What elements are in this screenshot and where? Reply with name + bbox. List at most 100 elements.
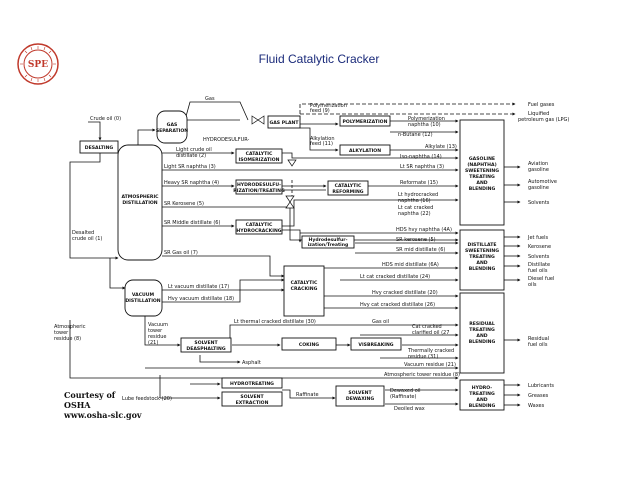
stream-lt-hydrocracked-2: naphtha (16) xyxy=(398,198,431,204)
stream-polymerization-naphtha-1: Polymerization xyxy=(408,116,445,122)
stream-dewaxed-oil-1: Dewaxed oil xyxy=(390,388,421,394)
solvent-dewaxing-box xyxy=(335,385,385,407)
stream-lt-cat-cracked-2: naphtha (22) xyxy=(398,211,431,217)
stream-sr-gas-oil: SR Gas oil (7) xyxy=(164,250,198,256)
stream-sr-kerosene: SR Kerosene (5) xyxy=(164,201,204,207)
product-residual-fuel-1: Residual xyxy=(528,336,549,342)
product-greases: Greases xyxy=(528,393,549,399)
cat-isomerization-label-1: CATALYTIC xyxy=(246,151,273,157)
product-aviation-1: Aviation xyxy=(528,161,548,167)
stream-heavy-sr: Heavy SR naphtha (4) xyxy=(164,180,219,186)
stream-atm-residue-3: residue (8) xyxy=(54,336,81,342)
solvent-extraction-label-2: EXTRACTION xyxy=(236,400,269,406)
product-aviation-2: gasoline xyxy=(528,167,549,173)
stream-vacuum-residue-4: (21) xyxy=(148,340,158,346)
gas-separation-column xyxy=(156,110,188,144)
hydrodesulf-label-1: HYDRODESULFU- xyxy=(237,182,281,188)
distillate-blending-label-1: DISTILLATE xyxy=(468,242,497,248)
stream-alkylation-feed-2: feed (11) xyxy=(310,141,333,147)
solvent-extraction-box xyxy=(221,391,283,407)
stream-vacuum-residue-3: residue xyxy=(148,334,166,340)
courtesy-line-1: Courtesy of xyxy=(64,390,116,400)
residual-blending-label-1: RESIDUAL xyxy=(469,321,495,327)
stream-light-crude-1: Light crude oil xyxy=(176,147,212,153)
residual-blending-box xyxy=(459,292,505,374)
polymerization-box xyxy=(339,115,391,127)
stream-crude-oil: Crude oil (0) xyxy=(90,116,121,122)
solvent-dewaxing-label-1: SOLVENT xyxy=(348,390,372,396)
stream-light-crude-2: distillate (2) xyxy=(176,153,206,159)
stream-hds-hvy-naphtha: HDS hvy naphtha (4A) xyxy=(396,227,452,233)
cat-isomerization-box xyxy=(235,148,283,164)
flow-lines xyxy=(69,101,521,407)
stream-lt-cat-cracked-distillate: Lt cat cracked distillate (24) xyxy=(360,274,430,280)
stream-lt-sr-naphtha: Lt SR naphtha (3) xyxy=(400,164,444,170)
gas-sep-label-1: GAS xyxy=(167,122,178,128)
stream-vacuum-residue-2: tower xyxy=(148,328,163,334)
product-distillate-fuel-1: Distillate xyxy=(528,262,550,268)
gasoline-blending-label-2: (NAPHTHA) xyxy=(467,162,496,168)
coking-box xyxy=(281,337,337,351)
lube-blending-label-2: TREATING xyxy=(469,391,495,397)
vacuum-label-2: DISTILLATION xyxy=(125,298,160,304)
stream-atm-tower-residue: Atmospheric tower residue (8) xyxy=(384,372,460,378)
gasoline-blending-label-6: BLENDING xyxy=(469,186,496,192)
desalting-label: DESALTING xyxy=(85,145,114,151)
alkylation-box xyxy=(339,144,391,156)
atmospheric-label-1: ATMOSPHERIC xyxy=(121,194,159,200)
product-automotive-1: Automotive xyxy=(528,179,557,185)
desalting-box xyxy=(79,140,119,154)
solvent-deasphalting-label-1: SOLVENT xyxy=(194,340,218,346)
product-diesel-1: Diesel fuel xyxy=(528,276,554,282)
stream-sr-kerosene-2: SR kerosene (5) xyxy=(396,237,436,243)
product-solvents-2: Solvents xyxy=(528,254,550,260)
lube-blending-box xyxy=(459,379,505,411)
stream-thermally-cracked-2: residue (31) xyxy=(408,354,438,360)
hydrodesulf-small-box xyxy=(301,235,355,249)
stream-deoiled-wax: Deoiled wax xyxy=(394,406,425,412)
cat-hydrocracking-label-1: CATALYTIC xyxy=(246,222,273,228)
lube-blending-label-1: HYDRO- xyxy=(472,385,493,391)
valve-symbols xyxy=(251,115,297,209)
product-diesel-2: oils xyxy=(528,282,537,288)
product-waxes: Waxes xyxy=(528,403,545,409)
product-lubricants: Lubricants xyxy=(528,383,554,389)
stream-thermally-cracked-1: Thermally cracked xyxy=(407,348,454,354)
product-solvents: Solvents xyxy=(528,200,550,206)
stream-polymerization-feed-1: Polymerization xyxy=(310,103,347,109)
hydrodesulf-label-2: RIZATION/TREATING xyxy=(233,188,285,194)
stream-hvy-cracked-distillate: Hvy cracked distillate (20) xyxy=(372,290,438,296)
courtesy-credit: Courtesy of OSHA www.osha-slc.gov xyxy=(64,390,142,420)
distillate-blending-label-3: TREATING xyxy=(469,254,495,260)
stream-gas: Gas xyxy=(205,96,215,102)
coking-label: COKING xyxy=(299,342,319,348)
product-lpg-1: Liquified xyxy=(528,111,549,117)
gas-plant-box xyxy=(267,115,301,129)
cat-hydrocracking-box xyxy=(235,219,283,235)
cat-reforming-label-2: REFORMING xyxy=(332,189,363,195)
stream-lt-thermal-cracked: Lt thermal cracked distillate (30) xyxy=(234,319,316,325)
distillate-blending-label-2: SWEETENING xyxy=(465,248,499,254)
gas-plant-label: GAS PLANT xyxy=(269,120,299,126)
solvent-extraction-label-1: SOLVENT xyxy=(240,394,264,400)
hydrotreating-label: HYDROTREATING xyxy=(230,381,274,387)
stream-lt-vacuum: Lt vacuum distillate (17) xyxy=(168,284,229,290)
stream-hvy-vacuum: Hvy vacuum distillate (18) xyxy=(168,296,234,302)
distillate-blending-label-4: AND xyxy=(476,260,487,266)
product-automotive-2: gasoline xyxy=(528,185,549,191)
product-lpg-2: petroleum gas (LPG) xyxy=(518,117,569,123)
product-jet-fuels: Jet fuels xyxy=(527,235,548,241)
slide-title: Fluid Catalytic Cracker xyxy=(258,52,380,66)
product-kerosene: Kerosene xyxy=(528,244,551,250)
stream-cat-cracked-clarified-2: clarified oil (27 xyxy=(412,330,449,336)
gasoline-blending-label-5: AND xyxy=(476,180,487,186)
product-distillate-fuel-2: fuel oils xyxy=(528,268,548,274)
spe-logo: SPE xyxy=(17,43,59,85)
product-residual-fuel-2: fuel oils xyxy=(528,342,548,348)
stream-lt-cat-cracked-1: Lt cat cracked xyxy=(398,205,433,211)
stream-gas-oil: Gas oil xyxy=(372,319,389,325)
alkylation-label: ALKYLATION xyxy=(349,148,381,154)
distillate-blending-label-5: BLENDING xyxy=(469,266,496,272)
stream-hds-mid-distillate: HDS mid distillate (6A) xyxy=(382,262,439,268)
